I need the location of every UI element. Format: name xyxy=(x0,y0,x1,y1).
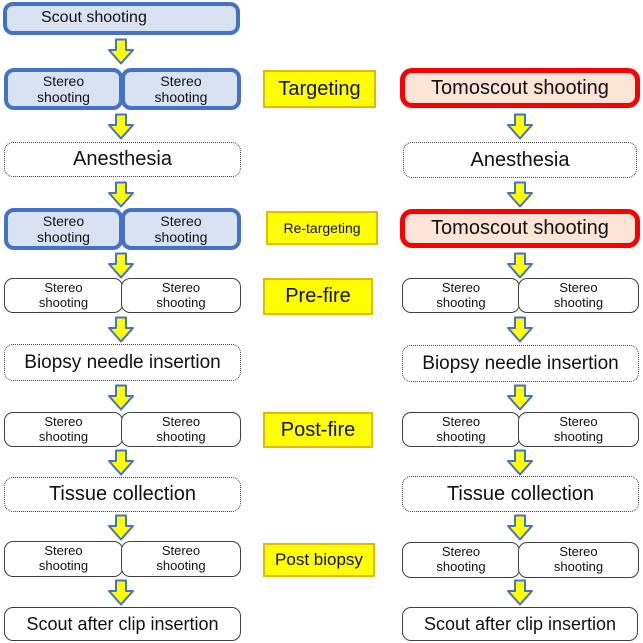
down-arrow-icon xyxy=(108,252,134,279)
box-label: Stereo shooting xyxy=(37,72,90,105)
stage-label-text: Post-fire xyxy=(280,418,356,441)
down-arrow-icon xyxy=(507,316,533,343)
box-tomoscout-shooting: Tomoscout shooting xyxy=(400,68,640,108)
box-biopsy-needle-insertion: Biopsy needle insertion xyxy=(4,344,241,381)
box-label: Scout after clip insertion xyxy=(423,613,617,634)
down-arrow-icon xyxy=(507,449,533,476)
box-label: Stereo shooting xyxy=(553,279,604,310)
box-label: Tissue collection xyxy=(446,482,595,505)
down-arrow-icon xyxy=(507,384,533,411)
box-label: Scout after clip insertion xyxy=(26,613,219,634)
box-label: Tomoscout shooting xyxy=(431,76,609,99)
box-scout-shooting: Scout shooting xyxy=(3,2,240,35)
box-label: Tissue collection xyxy=(48,483,197,505)
down-arrow-icon xyxy=(507,113,533,140)
down-arrow-icon xyxy=(507,514,533,541)
down-arrow-icon xyxy=(108,579,134,606)
stage-label-text: Post biopsy xyxy=(275,550,363,569)
box-tissue-collection: Tissue collection xyxy=(402,476,639,512)
box-scout-after-clip-insertion: Scout after clip insertion xyxy=(4,607,241,641)
stage-label-targeting: Targeting xyxy=(263,70,376,108)
box-label: Anesthesia xyxy=(470,148,570,171)
down-arrow-icon xyxy=(108,449,134,476)
box-stereo-shooting: Stereo shooting xyxy=(4,68,123,110)
box-scout-after-clip-insertion: Scout after clip insertion xyxy=(402,607,638,641)
box-label: Stereo shooting xyxy=(38,543,89,573)
box-label: Stereo shooting xyxy=(553,413,604,444)
box-stereo-shooting: Stereo shooting xyxy=(518,278,639,313)
stage-label-post-fire: Post-fire xyxy=(263,412,373,448)
stage-label-re-targeting: Re-targeting xyxy=(266,211,378,245)
box-stereo-shooting: Stereo shooting xyxy=(121,541,241,577)
down-arrow-icon xyxy=(507,579,533,606)
box-label: Stereo shooting xyxy=(154,212,208,245)
box-label: Stereo shooting xyxy=(156,413,206,444)
down-arrow-icon xyxy=(108,316,134,343)
down-arrow-icon xyxy=(108,181,134,208)
box-label: Stereo shooting xyxy=(156,543,206,573)
box-stereo-shooting: Stereo shooting xyxy=(4,541,123,577)
down-arrow-icon xyxy=(507,252,533,279)
box-label: Tomoscout shooting xyxy=(431,217,609,239)
box-label: Stereo shooting xyxy=(156,279,206,310)
box-label: Anesthesia xyxy=(73,148,172,170)
box-label: Scout shooting xyxy=(41,9,147,27)
box-stereo-shooting: Stereo shooting xyxy=(121,68,241,110)
down-arrow-icon xyxy=(108,514,134,541)
down-arrow-icon xyxy=(108,113,134,140)
box-label: Stereo shooting xyxy=(38,413,89,444)
box-stereo-shooting: Stereo shooting xyxy=(518,412,639,447)
box-label: Biopsy needle insertion xyxy=(24,351,221,373)
stage-label-pre-fire: Pre-fire xyxy=(263,278,373,315)
box-label: Stereo shooting xyxy=(553,544,604,574)
box-stereo-shooting: Stereo shooting xyxy=(402,542,520,578)
box-stereo-shooting: Stereo shooting xyxy=(4,412,123,447)
box-label: Biopsy needle insertion xyxy=(422,352,619,374)
down-arrow-icon xyxy=(108,384,134,411)
down-arrow-icon xyxy=(507,181,533,208)
box-label: Stereo shooting xyxy=(37,212,90,245)
box-anesthesia: Anesthesia xyxy=(403,142,637,178)
box-stereo-shooting: Stereo shooting xyxy=(121,412,241,447)
box-tomoscout-shooting: Tomoscout shooting xyxy=(400,209,640,248)
box-anesthesia: Anesthesia xyxy=(4,142,241,177)
stage-label-text: Targeting xyxy=(278,77,361,100)
down-arrow-icon xyxy=(108,38,134,65)
box-label: Stereo shooting xyxy=(436,413,486,444)
stage-label-text: Re-targeting xyxy=(283,220,361,236)
box-stereo-shooting: Stereo shooting xyxy=(121,278,241,313)
box-label: Stereo shooting xyxy=(154,72,208,105)
box-biopsy-needle-insertion: Biopsy needle insertion xyxy=(402,345,639,382)
box-stereo-shooting: Stereo shooting xyxy=(4,278,123,313)
box-label: Stereo shooting xyxy=(436,279,486,310)
box-stereo-shooting: Stereo shooting xyxy=(121,208,241,250)
box-stereo-shooting: Stereo shooting xyxy=(402,412,520,447)
stage-label-post-biopsy: Post biopsy xyxy=(263,543,375,577)
box-tissue-collection: Tissue collection xyxy=(4,477,241,512)
box-label: Stereo shooting xyxy=(38,279,89,310)
box-stereo-shooting: Stereo shooting xyxy=(402,278,520,313)
stage-label-text: Pre-fire xyxy=(285,285,351,307)
box-label: Stereo shooting xyxy=(436,544,486,574)
box-stereo-shooting: Stereo shooting xyxy=(518,542,639,578)
box-stereo-shooting: Stereo shooting xyxy=(4,208,123,250)
